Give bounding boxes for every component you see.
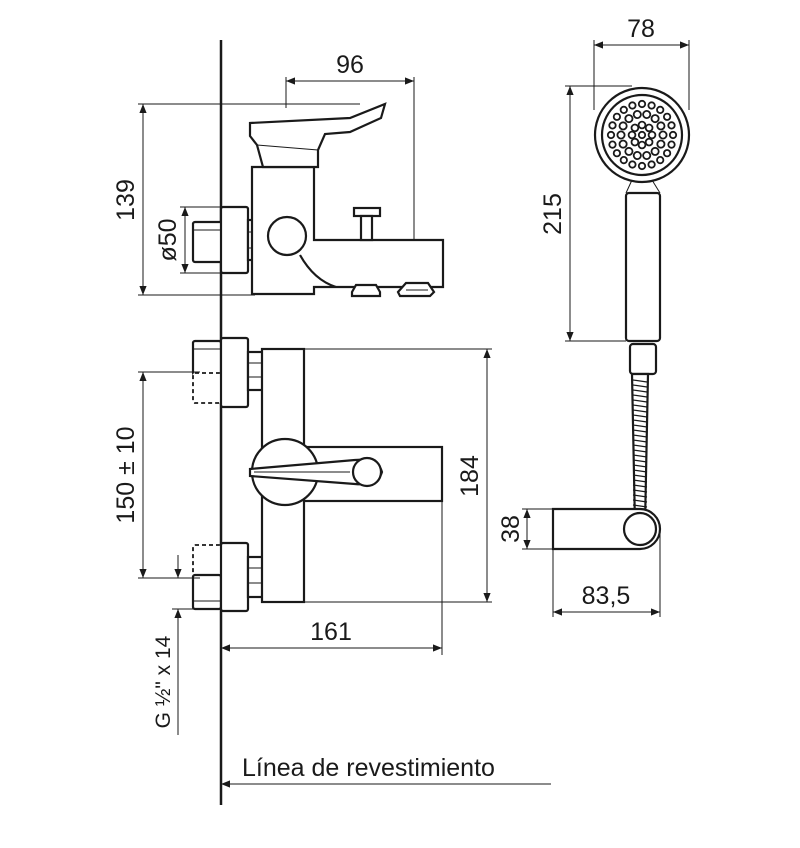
nozzle — [662, 149, 672, 158]
nozzle — [644, 137, 654, 147]
nozzle — [656, 156, 665, 165]
hose-coil — [632, 449, 648, 453]
dim-holder-height: 38 — [497, 515, 525, 543]
nozzle — [642, 110, 652, 120]
hose-coil — [632, 439, 648, 443]
dim-holder-depth: 83,5 — [582, 582, 631, 610]
hose-coil — [632, 444, 648, 448]
nozzle — [628, 160, 637, 169]
hose-coil — [632, 474, 648, 478]
hose-coil — [632, 454, 648, 458]
nozzle — [616, 130, 626, 140]
nozzle-pattern — [606, 99, 678, 171]
nozzle — [668, 130, 678, 140]
nozzle — [656, 139, 666, 149]
nozzle — [628, 101, 637, 110]
nozzle — [662, 112, 672, 121]
hose-coil — [632, 484, 648, 488]
hand-shower: 78 215 38 83,5 — [497, 15, 691, 617]
hose-coil — [632, 394, 648, 398]
hose-coil — [632, 384, 648, 388]
dim-front-width: 161 — [310, 618, 352, 646]
nozzle — [637, 161, 647, 171]
nozzle — [632, 110, 642, 120]
nozzle — [619, 156, 628, 165]
wall-line-label: Línea de revestimiento — [242, 754, 495, 782]
hose-coil — [632, 464, 648, 468]
dim-front-height: 184 — [456, 455, 484, 497]
nozzle — [608, 121, 617, 130]
nozzle — [637, 140, 647, 150]
nozzle — [618, 121, 628, 131]
nozzle — [650, 146, 660, 156]
hose-coil — [632, 409, 648, 413]
dim-side-diameter: ø50 — [154, 218, 182, 261]
nozzle — [667, 140, 676, 149]
hose-coil — [632, 414, 648, 418]
hose-coil — [632, 494, 648, 498]
nozzle — [624, 146, 634, 156]
hose-coil — [632, 434, 648, 438]
nozzle — [656, 105, 665, 115]
nozzle — [647, 160, 656, 169]
hose-coil — [632, 419, 648, 423]
hose-coil — [632, 399, 648, 403]
nozzle — [612, 149, 622, 158]
nozzle — [656, 121, 666, 131]
nozzle — [650, 114, 660, 124]
nozzle — [619, 105, 628, 115]
nozzle — [637, 120, 647, 130]
nozzle — [612, 112, 622, 121]
hose-coil — [632, 424, 648, 428]
hose-coil — [632, 379, 648, 383]
nozzle — [647, 130, 657, 140]
nozzle — [630, 123, 640, 133]
nozzle — [632, 150, 642, 160]
dim-side-width: 96 — [336, 51, 364, 79]
dim-thread: G ½" x 14 — [152, 635, 175, 728]
hose-coil — [632, 459, 648, 463]
hose-coil — [632, 499, 648, 503]
hose-coil — [632, 504, 648, 508]
nozzle — [606, 130, 616, 140]
hose-coil — [632, 489, 648, 493]
hose-coil — [632, 389, 648, 393]
dim-shower-width: 78 — [627, 15, 655, 43]
hose-coil — [632, 469, 648, 473]
nozzle — [658, 130, 668, 140]
nozzle — [637, 99, 647, 109]
front-view: 184 150 ± 10 161 G ½" x 14 — [112, 336, 492, 735]
hose-coil — [632, 429, 648, 433]
nozzle — [624, 114, 634, 124]
nozzle — [608, 140, 617, 149]
dim-shower-length: 215 — [539, 193, 567, 235]
dim-front-centers: 150 ± 10 — [112, 426, 140, 523]
side-view: 96 139 ø50 — [112, 51, 445, 298]
nozzle — [667, 121, 676, 130]
nozzle — [642, 150, 652, 160]
nozzle — [647, 101, 656, 110]
nozzle — [618, 139, 628, 149]
nozzle — [644, 123, 654, 133]
dim-side-height: 139 — [112, 179, 140, 221]
nozzle — [630, 137, 640, 147]
hose-coil — [632, 404, 648, 408]
hose-coil — [632, 479, 648, 483]
nozzle — [637, 130, 647, 140]
nozzle — [627, 130, 637, 140]
